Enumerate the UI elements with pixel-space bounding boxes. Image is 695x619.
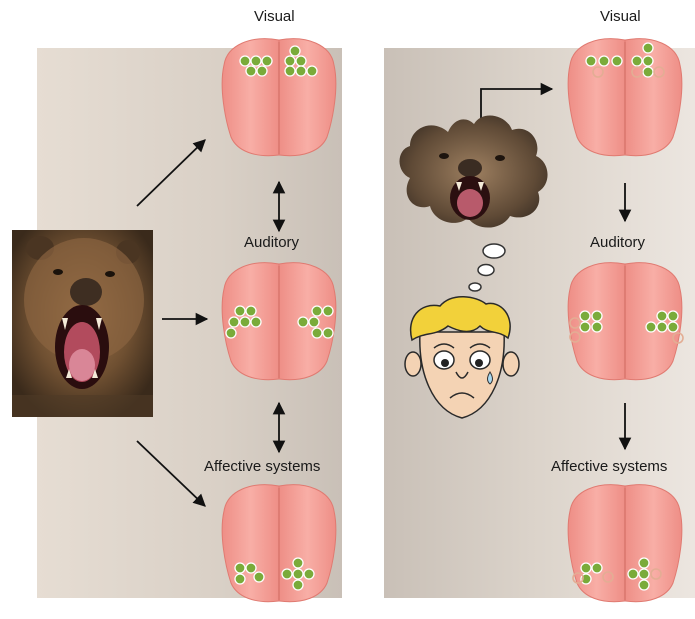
left-visual-brain <box>222 39 336 156</box>
right-visual-label: Visual <box>600 8 641 25</box>
left-auditory-label: Auditory <box>244 234 299 251</box>
right-auditory-label: Auditory <box>590 234 645 251</box>
left-affective-label: Affective systems <box>204 458 320 475</box>
right-visual-brain <box>568 39 682 156</box>
left-visual-label: Visual <box>254 8 295 25</box>
right-affective-label: Affective systems <box>551 458 667 475</box>
bear-photo <box>12 230 153 417</box>
